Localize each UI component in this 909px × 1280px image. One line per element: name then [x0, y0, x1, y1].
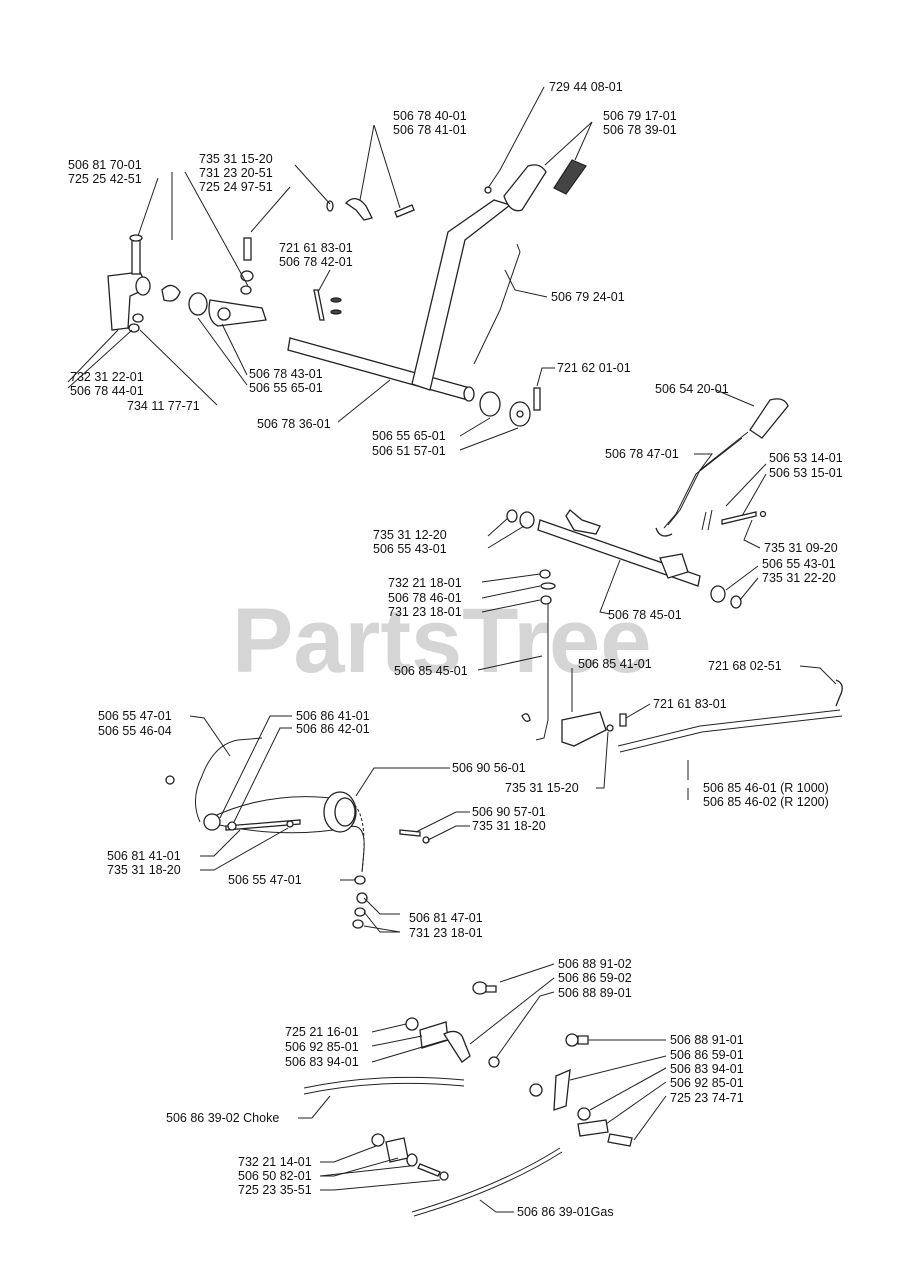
part-number-label: 506 53 15-01 — [769, 466, 843, 480]
part-number-label: 506 51 57-01 — [372, 444, 446, 458]
part-number-label: 506 78 42-01 — [279, 255, 353, 269]
part-number-label: 729 44 08-01 — [549, 80, 623, 94]
part-number-label: 506 79 24-01 — [551, 290, 625, 304]
part-number-label: 506 90 56-01 — [452, 761, 526, 775]
part-number-label: 506 78 45-01 — [608, 608, 682, 622]
watermark: PartsTree — [232, 590, 651, 692]
chain-assembly — [165, 737, 430, 929]
part-number-label: 721 61 83-01 — [279, 241, 353, 255]
part-number-label: 732 31 22-01 — [70, 370, 144, 384]
part-labels: 729 44 08-01 506 78 40-01 506 78 41-01 5… — [68, 80, 843, 1219]
leader-lines-2 — [477, 389, 837, 800]
part-number-label: 506 90 57-01 — [472, 805, 546, 819]
part-number-label: 506 86 59-01 — [670, 1048, 744, 1062]
part-number-label: 506 83 94-01 — [670, 1062, 744, 1076]
part-number-label: 506 86 42-01 — [296, 722, 370, 736]
leader-lines-1 — [67, 86, 593, 451]
part-number-label: 506 55 65-01 — [372, 429, 446, 443]
part-number-label: 506 78 46-01 — [388, 591, 462, 605]
lever-assembly — [506, 398, 843, 753]
leader-lines-3 — [189, 715, 470, 933]
part-number-label: 731 23 18-01 — [388, 605, 462, 619]
part-number-label: 506 55 46-04 — [98, 724, 172, 738]
part-number-label: 506 78 43-01 — [249, 367, 323, 381]
cable-assembly — [303, 981, 633, 1217]
part-number-label: 725 24 97-51 — [199, 180, 273, 194]
part-number-label: 506 53 14-01 — [769, 451, 843, 465]
part-number-label: 506 92 85-01 — [285, 1040, 359, 1054]
part-number-label: 506 50 82-01 — [238, 1169, 312, 1183]
part-number-label: 506 81 47-01 — [409, 911, 483, 925]
part-number-label: 506 78 47-01 — [605, 447, 679, 461]
part-number-label: 725 25 42-51 — [68, 172, 142, 186]
part-number-label: 725 23 35-51 — [238, 1183, 312, 1197]
part-number-label: 735 31 12-20 — [373, 528, 447, 542]
part-number-label: 506 78 40-01 — [393, 109, 467, 123]
part-number-label: 506 86 59-02 — [558, 971, 632, 985]
part-number-label: 506 88 89-01 — [558, 986, 632, 1000]
part-number-label: 506 86 39-01Gas — [517, 1205, 614, 1219]
leader-lines-4 — [298, 963, 667, 1213]
part-number-label: 506 55 43-01 — [762, 557, 836, 571]
part-number-label: 506 88 91-01 — [670, 1033, 744, 1047]
part-number-label: 732 21 18-01 — [388, 576, 462, 590]
part-number-label: 506 55 47-01 — [98, 709, 172, 723]
part-number-label: 721 61 83-01 — [653, 697, 727, 711]
part-number-label: 506 81 41-01 — [107, 849, 181, 863]
part-number-label: 731 23 20-51 — [199, 166, 273, 180]
part-number-label: 735 31 22-20 — [762, 571, 836, 585]
part-number-label: 506 86 39-02 Choke — [166, 1111, 279, 1125]
part-number-label: 721 62 01-01 — [557, 361, 631, 375]
part-number-label: 721 68 02-51 — [708, 659, 782, 673]
part-number-label: 506 55 47-01 — [228, 873, 302, 887]
part-number-label: 506 81 70-01 — [68, 158, 142, 172]
part-number-label: 506 78 41-01 — [393, 123, 467, 137]
part-number-label: 506 78 44-01 — [70, 384, 144, 398]
part-number-label: 725 23 74-71 — [670, 1091, 744, 1105]
part-number-label: 734 11 77-71 — [127, 399, 200, 413]
part-number-label: 506 86 41-01 — [296, 709, 370, 723]
part-number-label: 506 83 94-01 — [285, 1055, 359, 1069]
part-number-label: 506 79 17-01 — [603, 109, 677, 123]
handle-assembly — [107, 159, 587, 427]
part-number-label: 506 78 39-01 — [603, 123, 677, 137]
part-number-label: 506 85 46-01 (R 1000) — [703, 781, 829, 795]
part-number-label: 506 55 43-01 — [373, 542, 447, 556]
part-number-label: 735 31 18-20 — [107, 863, 181, 877]
part-number-label: 506 85 41-01 — [578, 657, 652, 671]
part-number-label: 735 31 09-20 — [764, 541, 838, 555]
part-number-label: 732 21 14-01 — [238, 1155, 312, 1169]
part-number-label: 735 31 15-20 — [199, 152, 273, 166]
part-number-label: 506 92 85-01 — [670, 1076, 744, 1090]
part-number-label: 735 31 18-20 — [472, 819, 546, 833]
part-number-label: 506 88 91-02 — [558, 957, 632, 971]
part-number-label: 506 85 45-01 — [394, 664, 468, 678]
part-number-label: 506 78 36-01 — [257, 417, 331, 431]
part-number-label: 506 54 20-01 — [655, 382, 729, 396]
part-number-label: 506 55 65-01 — [249, 381, 323, 395]
part-number-label: 506 85 46-02 (R 1200) — [703, 795, 829, 809]
part-number-label: 725 21 16-01 — [285, 1025, 359, 1039]
part-number-label: 735 31 15-20 — [505, 781, 579, 795]
part-number-label: 731 23 18-01 — [409, 926, 483, 940]
